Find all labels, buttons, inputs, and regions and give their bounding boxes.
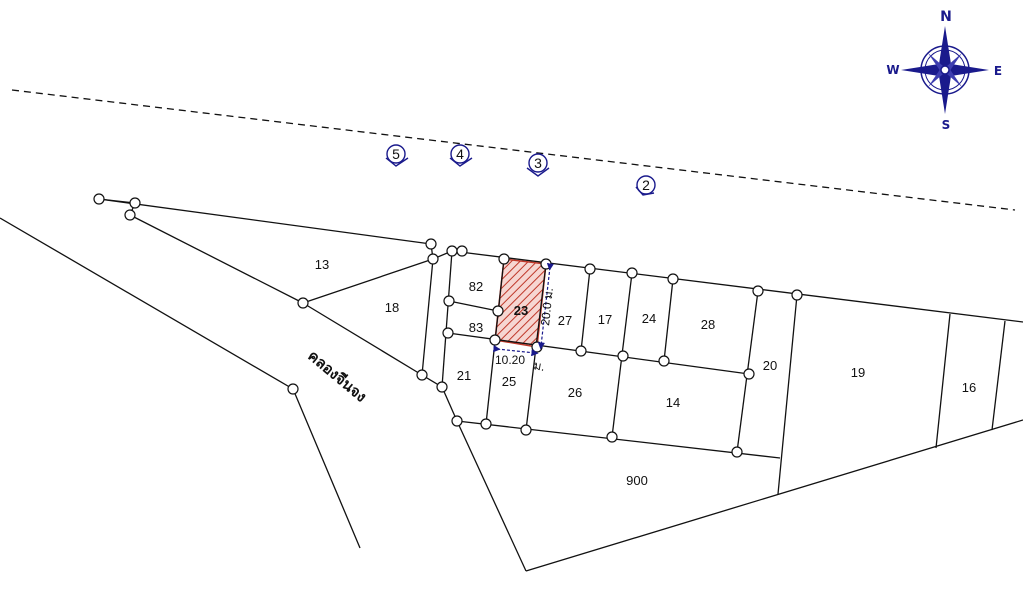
parcel-labels: 13 18 82 83 23 27 17 24 28 21 25 26 14 2… — [315, 257, 976, 488]
canal-label: คลองจีนจง — [304, 347, 369, 405]
compass-rose-icon: N S E W — [886, 9, 1002, 132]
parcel-label-26: 26 — [568, 385, 582, 400]
parcel-label-24: 24 — [642, 311, 656, 326]
parcel-label-21: 21 — [457, 368, 471, 383]
road-boundary-dashed-line — [11, 89, 1016, 211]
survey-marker-5: 5 — [385, 144, 409, 167]
parcel-label-17: 17 — [598, 312, 612, 327]
dimension-annotations: 20.0 ม. 10.20 ม. — [493, 263, 556, 374]
compass-south: S — [942, 118, 951, 132]
dimension-width-label: 10.20 — [495, 353, 525, 367]
parcel-label-23: 23 — [514, 303, 528, 318]
survey-marker-4: 4 — [449, 144, 473, 167]
parcel-label-19: 19 — [851, 365, 865, 380]
parcel-label-82: 82 — [469, 279, 483, 294]
parcel-label-25: 25 — [502, 374, 516, 389]
parcel-label-16: 16 — [962, 380, 976, 395]
compass-east: E — [994, 64, 1002, 78]
dimension-depth-label: 20.0 ม. — [538, 287, 556, 326]
svg-text:3: 3 — [534, 155, 542, 171]
compass-west: W — [886, 63, 899, 77]
svg-text:4: 4 — [456, 146, 464, 162]
parcel-label-13: 13 — [315, 257, 329, 272]
parcel-label-27: 27 — [558, 313, 572, 328]
parcel-label-28: 28 — [701, 317, 715, 332]
survey-marker-2: 2 — [635, 175, 656, 196]
parcel-label-18: 18 — [385, 300, 399, 315]
boundary-pins — [93, 193, 803, 458]
survey-marker-3: 3 — [526, 153, 550, 177]
dimension-width-unit: ม. — [532, 358, 546, 374]
parcel-label-14: 14 — [666, 395, 680, 410]
parcel-label-900: 900 — [626, 473, 648, 488]
compass-north: N — [940, 9, 952, 25]
svg-text:2: 2 — [642, 177, 650, 193]
parcel-label-20: 20 — [763, 358, 777, 373]
svg-text:5: 5 — [392, 146, 400, 162]
parcel-label-83: 83 — [469, 320, 483, 335]
